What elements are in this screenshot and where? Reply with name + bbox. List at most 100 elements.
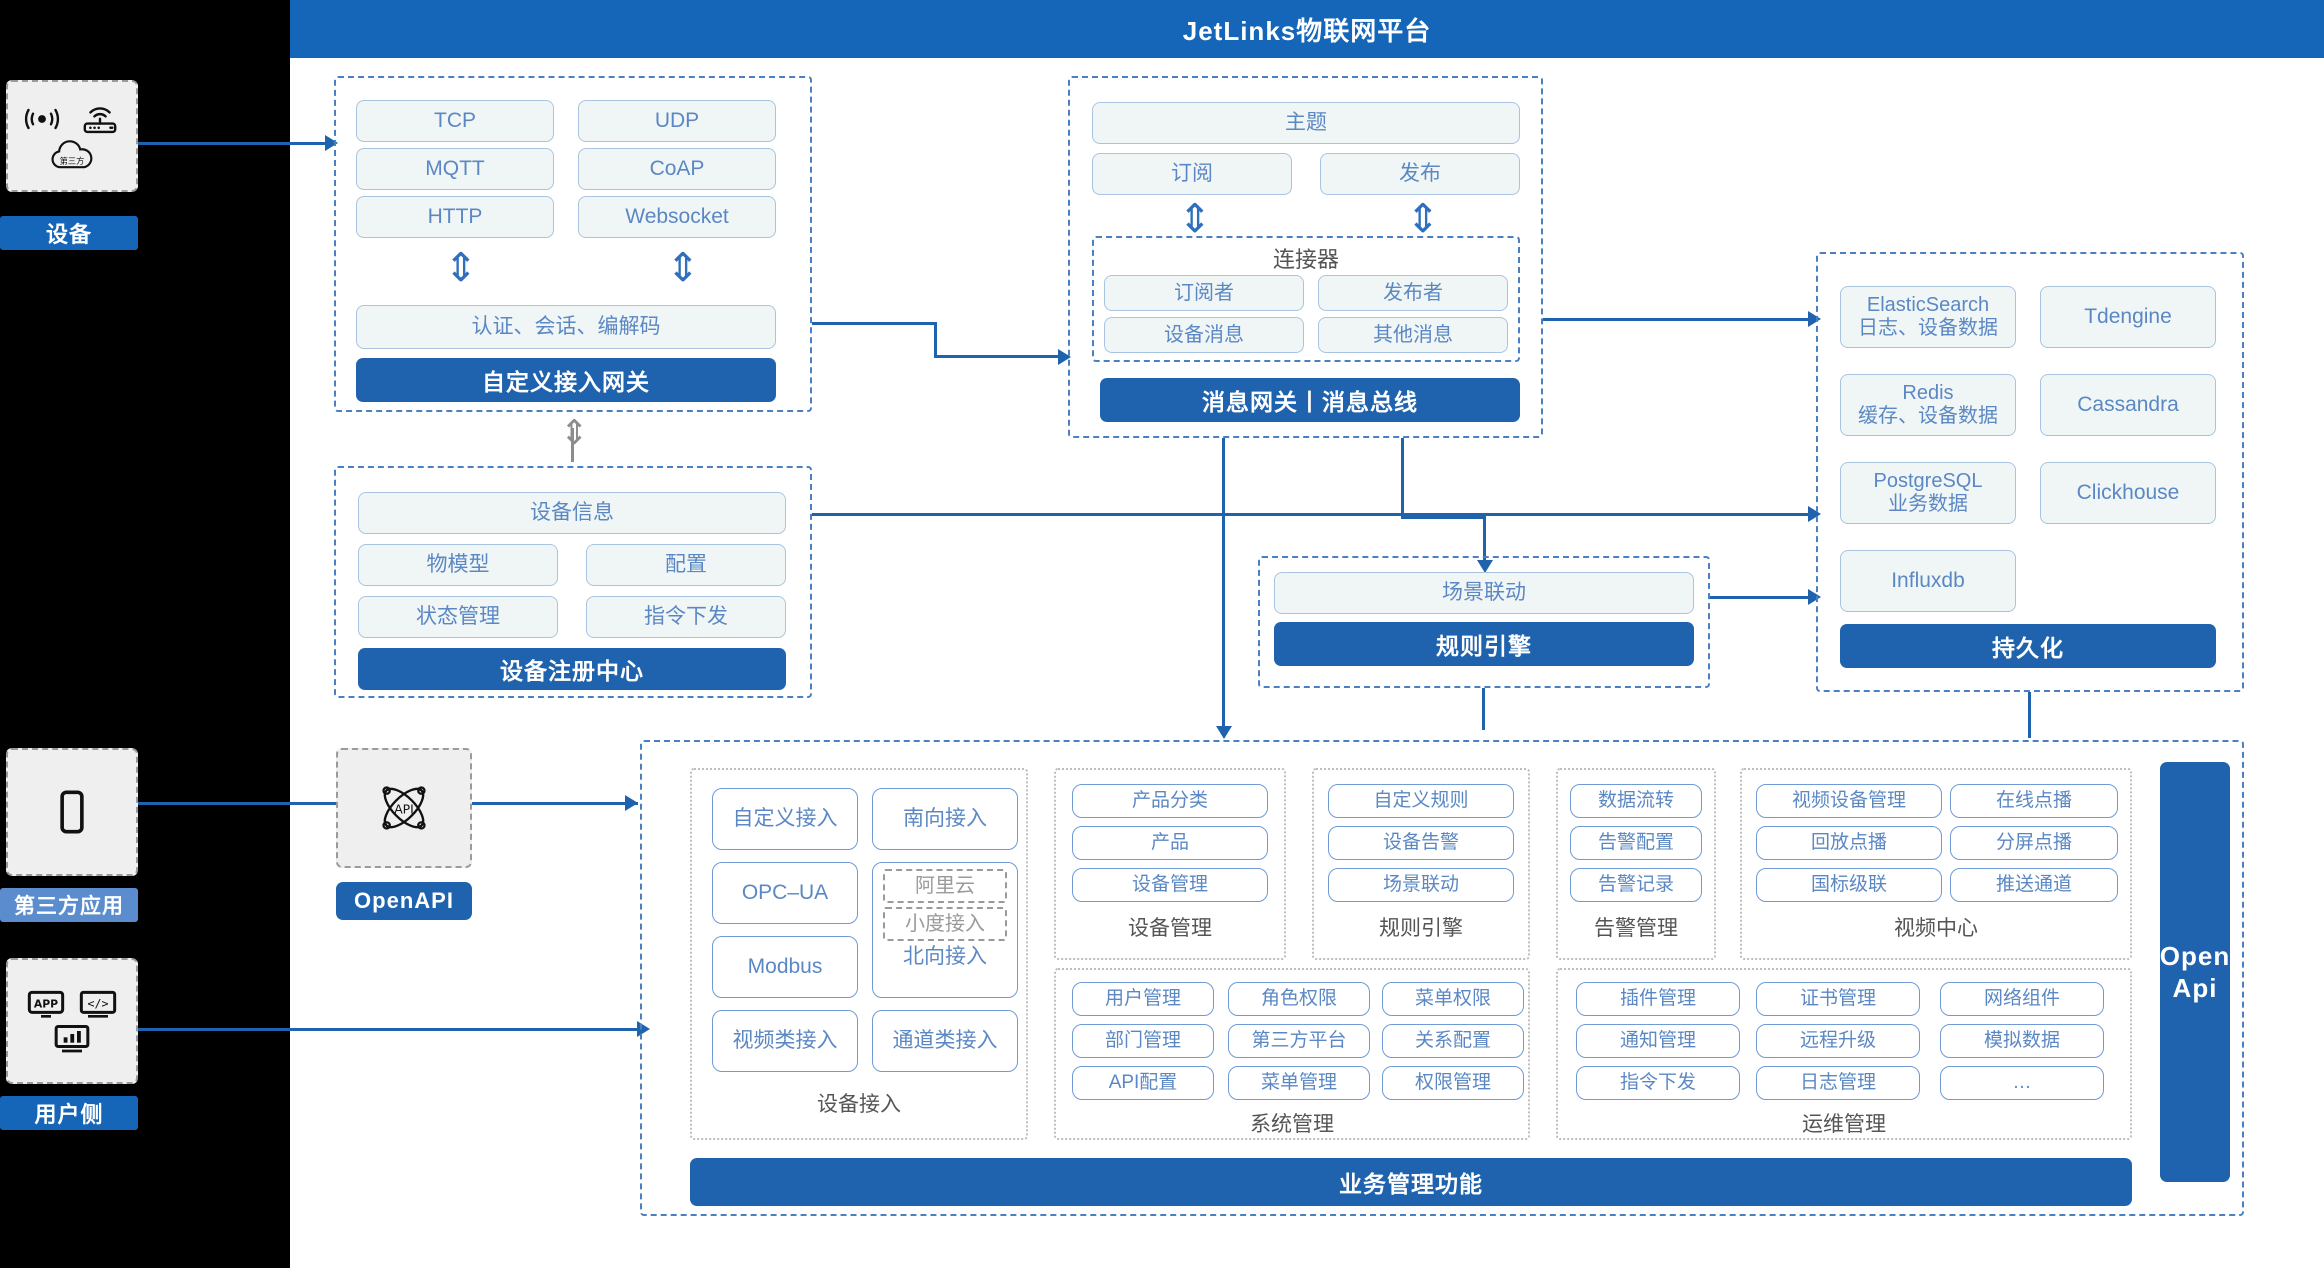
om-more[interactable]: …	[1940, 1066, 2104, 1100]
persist-cassandra[interactable]: Cassandra	[2040, 374, 2216, 436]
vc-gb-cascade[interactable]: 国标级联	[1756, 868, 1942, 902]
registry-state-manage[interactable]: 状态管理	[358, 596, 558, 638]
om-notify-manage[interactable]: 通知管理	[1576, 1024, 1740, 1058]
persist-redis-sub: 缓存、设备数据	[1858, 405, 1998, 427]
re-scene-linkage[interactable]: 场景联动	[1328, 868, 1514, 902]
persist-tdengine[interactable]: Tdengine	[2040, 286, 2216, 348]
sm-api-config[interactable]: API配置	[1072, 1066, 1214, 1100]
om-mock-data[interactable]: 模拟数据	[1940, 1024, 2104, 1058]
registry-device-info[interactable]: 设备信息	[358, 492, 786, 534]
caption-video-center: 视频中心	[1894, 917, 1978, 940]
om-log-manage[interactable]: 日志管理	[1756, 1066, 1920, 1100]
protocol-mqtt[interactable]: MQTT	[356, 148, 554, 190]
protocol-http[interactable]: HTTP	[356, 196, 554, 238]
protocol-coap[interactable]: CoAP	[578, 148, 776, 190]
da-channel-access[interactable]: 通道类接入	[872, 1010, 1018, 1072]
svg-text:</>: </>	[87, 997, 108, 1011]
sm-role-perm[interactable]: 角色权限	[1228, 982, 1370, 1016]
openapi-side-bar[interactable]: Open Api	[2160, 762, 2230, 1182]
sm-user-manage[interactable]: 用户管理	[1072, 982, 1214, 1016]
am-alarm-record[interactable]: 告警记录	[1570, 868, 1702, 902]
vc-video-device-manage[interactable]: 视频设备管理	[1756, 784, 1942, 818]
gateway-to-bus-h1	[812, 322, 937, 325]
svg-text:第三方: 第三方	[60, 156, 85, 166]
persist-clickhouse[interactable]: Clickhouse	[2040, 462, 2216, 524]
dm-product[interactable]: 产品	[1072, 826, 1268, 860]
vc-playback[interactable]: 回放点播	[1756, 826, 1942, 860]
sm-relation-config[interactable]: 关系配置	[1382, 1024, 1524, 1058]
re-custom-rule[interactable]: 自定义规则	[1328, 784, 1514, 818]
om-cert-manage[interactable]: 证书管理	[1756, 982, 1920, 1016]
om-remote-upgrade[interactable]: 远程升级	[1756, 1024, 1920, 1058]
openapi-side-line1: Open	[2159, 940, 2231, 971]
openapi-node-label[interactable]: OpenAPI	[336, 882, 472, 920]
sm-perm-manage[interactable]: 权限管理	[1382, 1066, 1524, 1100]
da-southbound[interactable]: 南向接入	[872, 788, 1018, 850]
message-gateway-footer[interactable]: 消息网关丨消息总线	[1100, 378, 1520, 422]
message-subscribe[interactable]: 订阅	[1092, 153, 1292, 195]
app-store-icon: APP	[27, 990, 65, 1018]
publish-updown-icon: ⇕	[1406, 197, 1440, 241]
sm-menu-manage[interactable]: 菜单管理	[1228, 1066, 1370, 1100]
persistence-footer[interactable]: 持久化	[1840, 624, 2216, 668]
caption-ops-manage: 运维管理	[1802, 1113, 1886, 1136]
message-publish[interactable]: 发布	[1320, 153, 1520, 195]
gateway-registry-updown-icon: ⇕	[560, 414, 589, 452]
custom-access-gateway-footer[interactable]: 自定义接入网关	[356, 358, 776, 402]
mobile-phone-icon	[60, 790, 84, 834]
caption-system-manage: 系统管理	[1250, 1113, 1334, 1136]
om-network-comp[interactable]: 网络组件	[1940, 982, 2104, 1016]
connector-other-msg[interactable]: 其他消息	[1318, 317, 1508, 353]
protocol-websocket[interactable]: Websocket	[578, 196, 776, 238]
dm-product-category[interactable]: 产品分类	[1072, 784, 1268, 818]
connector-title: 连接器	[1272, 247, 1339, 272]
dashboard-chart-icon	[54, 1025, 90, 1053]
registry-config[interactable]: 配置	[586, 544, 786, 586]
re-device-alarm[interactable]: 设备告警	[1328, 826, 1514, 860]
da-aliyun[interactable]: 阿里云	[883, 869, 1007, 903]
rule-engine-footer[interactable]: 规则引擎	[1274, 622, 1694, 666]
api-network-icon: API	[382, 786, 426, 830]
da-custom-access[interactable]: 自定义接入	[712, 788, 858, 850]
da-opc-ua[interactable]: OPC–UA	[712, 862, 858, 924]
da-xiaodu[interactable]: 小度接入	[883, 907, 1007, 941]
business-footer[interactable]: 业务管理功能	[690, 1158, 2132, 1206]
connector-group	[1092, 236, 1520, 362]
caption-alarm-manage: 告警管理	[1594, 917, 1678, 940]
dm-device-manage[interactable]: 设备管理	[1072, 868, 1268, 902]
persist-influxdb[interactable]: Influxdb	[1840, 550, 2016, 612]
am-alarm-config[interactable]: 告警配置	[1570, 826, 1702, 860]
vc-split-screen[interactable]: 分屏点播	[1950, 826, 2118, 860]
da-modbus[interactable]: Modbus	[712, 936, 858, 998]
third-party-app-node	[6, 748, 138, 876]
connector-subscriber[interactable]: 订阅者	[1104, 275, 1304, 311]
connector-publisher[interactable]: 发布者	[1318, 275, 1508, 311]
connector-device-msg[interactable]: 设备消息	[1104, 317, 1304, 353]
protocol-tcp[interactable]: TCP	[356, 100, 554, 142]
rule-scene-linkage[interactable]: 场景联动	[1274, 572, 1694, 614]
persist-redis[interactable]: Redis 缓存、设备数据	[1840, 374, 2016, 436]
persist-redis-name: Redis	[1902, 382, 1954, 404]
registry-thing-model[interactable]: 物模型	[358, 544, 558, 586]
protocol-udp[interactable]: UDP	[578, 100, 776, 142]
vc-online-play[interactable]: 在线点播	[1950, 784, 2118, 818]
svg-text:APP: APP	[34, 997, 58, 1010]
third-party-app-label: 第三方应用	[0, 888, 138, 922]
persist-elasticsearch[interactable]: ElasticSearch 日志、设备数据	[1840, 286, 2016, 348]
device-registry-footer[interactable]: 设备注册中心	[358, 648, 786, 690]
message-topic[interactable]: 主题	[1092, 102, 1520, 144]
sm-dept-manage[interactable]: 部门管理	[1072, 1024, 1214, 1058]
persist-postgresql[interactable]: PostgreSQL 业务数据	[1840, 462, 2016, 524]
gateway-auth-session-codec[interactable]: 认证、会话、编解码	[356, 305, 776, 349]
page-title: JetLinks物联网平台	[1182, 15, 1432, 46]
registry-command-issue[interactable]: 指令下发	[586, 596, 786, 638]
am-data-flow[interactable]: 数据流转	[1570, 784, 1702, 818]
vc-push-channel[interactable]: 推送通道	[1950, 868, 2118, 902]
sm-menu-perm[interactable]: 菜单权限	[1382, 982, 1524, 1016]
sm-third-platform[interactable]: 第三方平台	[1228, 1024, 1370, 1058]
om-command-issue[interactable]: 指令下发	[1576, 1066, 1740, 1100]
da-video-access[interactable]: 视频类接入	[712, 1010, 858, 1072]
device-node: 第三方	[6, 80, 138, 192]
om-plugin-manage[interactable]: 插件管理	[1576, 982, 1740, 1016]
da-northbound-box[interactable]: 阿里云 小度接入 北向接入	[872, 862, 1018, 998]
